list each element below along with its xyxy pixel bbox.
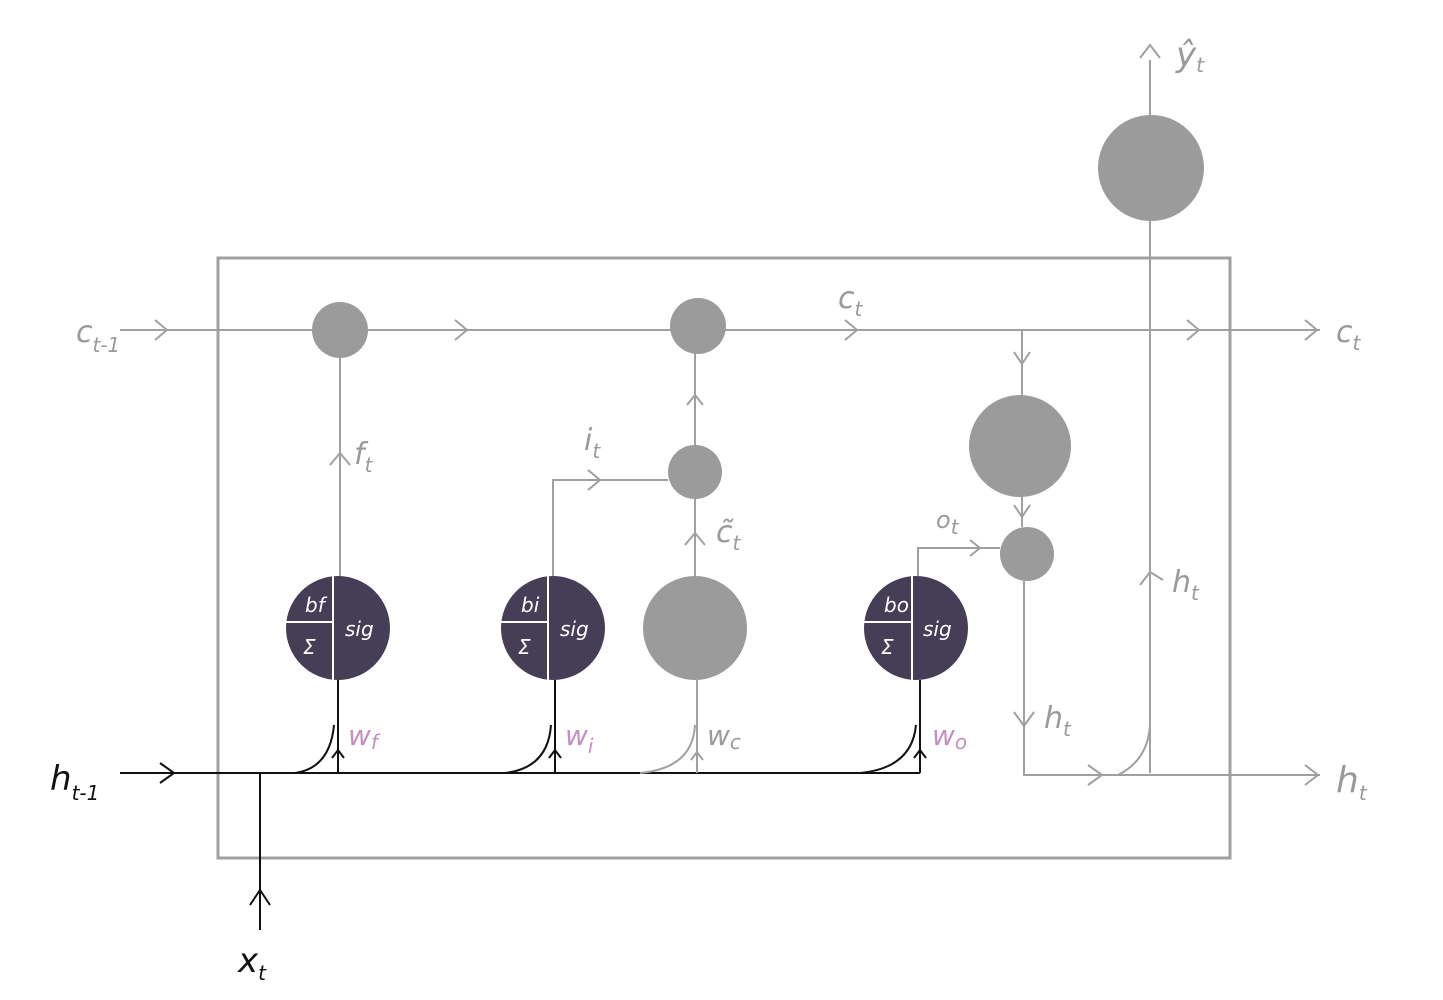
label-f: ft — [354, 437, 374, 477]
sum-label: Σ — [881, 635, 894, 659]
output-multiply-node — [1000, 527, 1054, 581]
label-c-mid: ct — [838, 281, 864, 321]
activation-label: sig — [923, 617, 952, 641]
sum-label: Σ — [303, 635, 316, 659]
input-path — [552, 479, 668, 576]
cell-add-node — [670, 298, 726, 354]
sum-label: Σ — [518, 635, 531, 659]
weight-wf: wf — [348, 719, 381, 754]
activation-label: sig — [345, 617, 374, 641]
prediction-node — [1098, 115, 1204, 221]
label-y-hat: ŷt — [1175, 35, 1205, 77]
weight-wc: wc — [707, 719, 741, 754]
label-h-prev: ht-1 — [50, 759, 99, 805]
cell-boundary — [216, 256, 1232, 860]
label-h-up: ht — [1172, 565, 1200, 605]
label-c-out: ct — [1336, 315, 1362, 355]
label-c-prev: ct-1 — [76, 315, 120, 357]
forget-gate: bf Σ sig — [286, 576, 390, 680]
hidden-output-path — [1023, 581, 1320, 776]
label-o: ot — [936, 506, 960, 539]
label-h-down: ht — [1044, 701, 1072, 741]
weight-wi: wi — [565, 719, 594, 758]
label-h-out: ht — [1336, 760, 1368, 805]
label-c-tilde: c̃t — [716, 515, 742, 555]
output-path — [917, 547, 1000, 576]
candidate-tanh-node — [643, 576, 747, 680]
forget-multiply-node — [312, 302, 368, 358]
output-gate: bo Σ sig — [864, 576, 968, 680]
bias-label: bo — [884, 593, 909, 617]
bias-label: bi — [521, 593, 540, 617]
bias-label: bf — [305, 593, 328, 617]
label-i: it — [584, 423, 601, 463]
activation-label: sig — [560, 617, 589, 641]
input-gate: bi Σ sig — [501, 576, 605, 680]
input-multiply-node — [668, 445, 722, 499]
weight-wo: wo — [932, 719, 967, 754]
cell-tanh-node — [969, 395, 1071, 497]
previous-hidden-line — [120, 680, 927, 930]
label-x: xt — [237, 941, 267, 985]
